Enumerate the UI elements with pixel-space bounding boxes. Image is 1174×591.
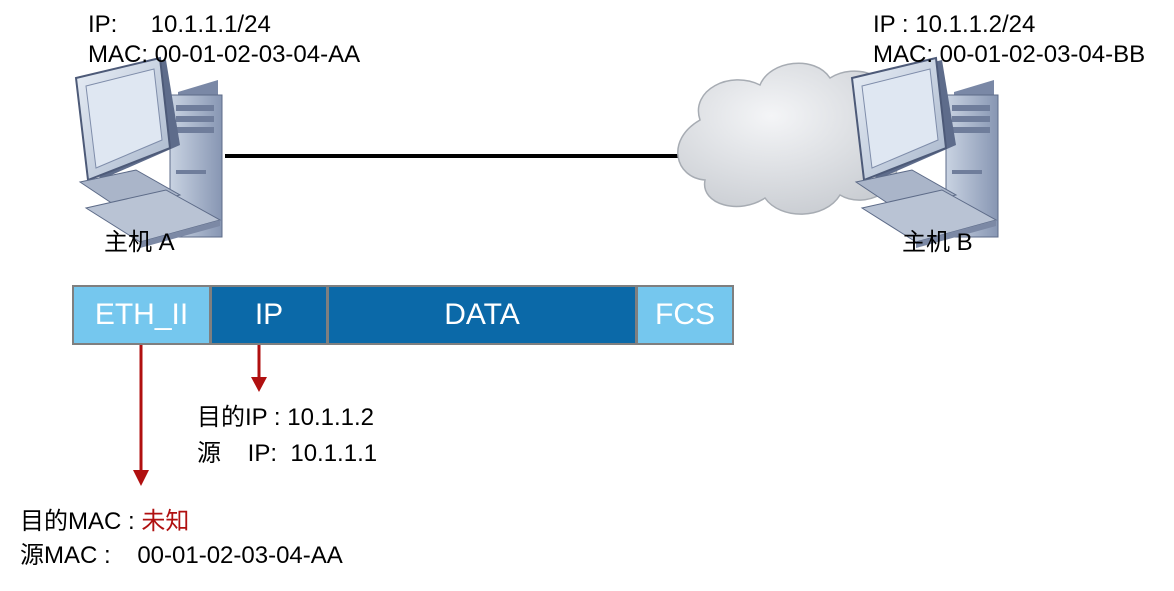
frame-field-eth: ETH_II bbox=[72, 285, 211, 345]
frame-field-data: DATA bbox=[327, 285, 637, 345]
eth-dst-value: 未知 bbox=[141, 508, 190, 535]
host-a-mac-text: MAC: 00-01-02-03-04-AA bbox=[88, 41, 361, 68]
host-a-ip-text: IP: 10.1.1.1/24 bbox=[88, 11, 271, 38]
frame-field-fcs: FCS bbox=[636, 285, 734, 345]
frame-field-ip: IP bbox=[210, 285, 328, 345]
ip-dst-line: 目的IP : 10.1.1.2 bbox=[197, 404, 374, 431]
host-a-label: 主机 A bbox=[104, 229, 175, 256]
eth-src-line: 源MAC : 00-01-02-03-04-AA bbox=[20, 542, 343, 569]
host-b-mac-text: MAC: 00-01-02-03-04-BB bbox=[873, 41, 1146, 68]
eth-header-arrow bbox=[133, 345, 149, 486]
host-a-computer-icon bbox=[75, 57, 223, 249]
eth-dst-line: 目的MAC : 未知 bbox=[20, 507, 189, 537]
host-b-ip-text: IP : 10.1.1.2/24 bbox=[873, 11, 1036, 38]
ip-src-line: 源 IP: 10.1.1.1 bbox=[197, 440, 378, 467]
host-b-label: 主机 B bbox=[902, 229, 973, 256]
host-b-computer-icon bbox=[851, 57, 999, 249]
ip-header-arrow bbox=[251, 345, 267, 392]
eth-dst-label: 目的MAC : bbox=[20, 508, 142, 535]
